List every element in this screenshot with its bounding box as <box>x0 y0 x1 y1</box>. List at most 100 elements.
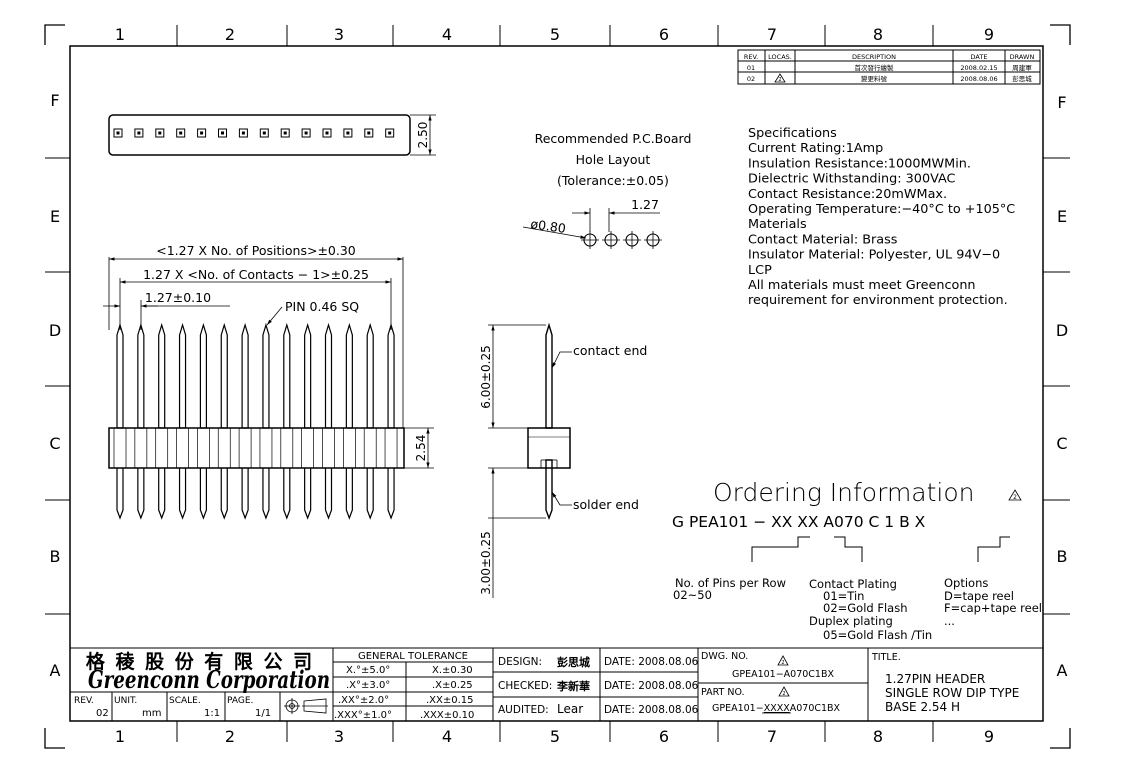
tol-linear-1: .X±0.25 <box>432 680 473 691</box>
spec-line-3: Insulation Resistance:1000MWMin. <box>748 156 971 171</box>
audited-name: Lear <box>557 702 583 716</box>
pin-square-dot-5 <box>200 131 204 135</box>
pin-lower-9 <box>283 468 291 520</box>
zone-col-7: 7 <box>767 25 777 44</box>
tolerance-title: GENERAL TOLERANCE <box>358 651 468 662</box>
rev-header-drawn: DRAWN <box>1010 53 1035 61</box>
spec-line-6: Operating Temperature:−40°C to +105°C <box>748 202 1015 217</box>
pcb-hole-layout: Recommended P.C.Board Hole Layout (Toler… <box>522 131 691 249</box>
pcb-tolerance: (Tolerance:±0.05) <box>557 173 669 188</box>
ordering-code: G PEA101 − XX XX A070 C 1 B X <box>672 513 926 531</box>
plating-title: Contact Plating <box>809 577 897 591</box>
zone-col-5: 5 <box>550 25 560 44</box>
rev-row2-desc: 變更料號 <box>861 74 888 83</box>
rev-value: 02 <box>96 708 109 719</box>
pin-square-dot-10 <box>304 131 308 135</box>
zone-ticks <box>45 25 1070 742</box>
zone-row-f: F <box>50 91 59 110</box>
zone-col-1-bottom: 1 <box>115 727 125 746</box>
pin-lower-14 <box>387 468 395 520</box>
options-3: ... <box>944 614 955 628</box>
drawing-frame <box>69 45 1044 722</box>
front-view-pins <box>116 322 395 520</box>
top-view: 2.50 <box>108 114 436 156</box>
spec-line-10: LCP <box>748 263 772 278</box>
revision-table: REV. LOCAS. DESCRIPTION DATE DRAWN 01 首次… <box>737 49 1041 85</box>
zone-row-b-right: B <box>1057 547 1068 566</box>
pin-square-10 <box>301 128 311 138</box>
pin-upper-11 <box>324 322 333 429</box>
spec-line-9: Insulator Material: Polyester, UL 94V−0 <box>748 248 1000 263</box>
tol-angle-3: .XXX°±1.0° <box>334 710 392 721</box>
zone-col-6: 6 <box>659 25 669 44</box>
svg-text:2: 2 <box>782 691 785 697</box>
pin-square-14 <box>385 128 395 138</box>
zone-col-7-bottom: 7 <box>767 727 777 746</box>
zone-row-a-right: A <box>1057 661 1068 680</box>
zone-col-6-bottom: 6 <box>659 727 669 746</box>
duplex-title: Duplex plating <box>809 614 893 628</box>
pins-range: 02~50 <box>673 588 712 602</box>
rev-header-rev: REV. <box>744 53 758 61</box>
dwg-revision-triangle: 2 <box>777 655 789 666</box>
pin-square-dot-1 <box>116 131 120 135</box>
rev-row1-drawn: 周建軍 <box>1012 63 1032 72</box>
contact-end-label: contact end <box>573 343 647 358</box>
design-name: 彭思城 <box>557 655 590 669</box>
design-label: DESIGN: <box>498 656 542 668</box>
title-line-3: BASE 2.54 H <box>885 700 960 714</box>
zone-col-2: 2 <box>225 25 235 44</box>
tol-linear-3: .XXX±0.10 <box>420 710 474 721</box>
rev-row2-revision-triangle: 2 <box>774 73 786 83</box>
ordering-revision-triangle: 2 <box>1008 489 1022 501</box>
zone-row-f-right: F <box>1057 93 1066 112</box>
rev-header-date: DATE <box>971 53 988 61</box>
pin-square-dot-8 <box>262 131 266 135</box>
zone-row-c-right: C <box>1056 434 1067 453</box>
zone-row-b: B <box>50 547 61 566</box>
plating-option-2: 02=Gold Flash <box>823 601 908 615</box>
pin-upper-7 <box>241 322 249 429</box>
zone-row-a: A <box>50 661 61 680</box>
part-revision-triangle: 2 <box>778 686 790 697</box>
pin-upper-14 <box>387 322 395 429</box>
zone-labels-right: F E D C B A <box>1056 93 1068 680</box>
zone-col-5-bottom: 5 <box>550 727 560 746</box>
pin-size-note: PIN 0.46 SQ <box>285 299 359 314</box>
contacts-length-dim: 1.27 X <No. of Contacts − 1>±0.25 <box>143 267 369 282</box>
page-value: 1/1 <box>255 708 271 719</box>
pin-lower-3 <box>158 468 166 520</box>
pcb-holes <box>581 231 662 249</box>
zone-row-e-right: E <box>1057 207 1067 226</box>
unit-value: mm <box>142 708 161 719</box>
pin-square-9 <box>280 128 290 138</box>
tol-angle-1: .X°±3.0° <box>346 680 390 691</box>
pin-upper-8 <box>262 322 270 429</box>
pin-square-dot-9 <box>283 131 287 135</box>
rev-header-desc: DESCRIPTION <box>852 53 896 61</box>
front-view-body-ribs <box>113 428 398 468</box>
title-line-1: 1.27PIN HEADER <box>885 672 985 686</box>
pin-lower-7 <box>241 468 249 520</box>
plating-option-1: 01=Tin <box>823 589 864 603</box>
pin-square-dot-12 <box>346 131 350 135</box>
pin-square-dot-13 <box>367 131 371 135</box>
title-label: TITLE. <box>871 652 901 663</box>
rev-row2-rev: 02 <box>747 75 755 83</box>
ordering-information: Ordering Information 2 G PEA101 − XX XX … <box>672 478 1042 642</box>
pin-upper-3 <box>158 322 166 429</box>
front-view: <1.27 X No. of Positions>±0.30 1.27 X <N… <box>103 243 434 520</box>
pin-lower-12 <box>345 468 353 520</box>
pin-lower-2 <box>137 468 145 520</box>
hole-pitch-dim: 1.27 <box>631 197 659 212</box>
body-height-dim: 2.54 <box>414 435 428 462</box>
pin-lower-4 <box>178 468 187 520</box>
pin-square-1 <box>113 128 123 138</box>
pin-square-dot-11 <box>325 131 329 135</box>
spec-line-11: All materials must meet Greenconn <box>748 278 976 293</box>
pin-square-13 <box>364 128 374 138</box>
options-1: D=tape reel <box>944 589 1014 603</box>
svg-text:2: 2 <box>778 77 781 83</box>
pin-square-dot-3 <box>158 131 162 135</box>
zone-col-9-bottom: 9 <box>984 727 994 746</box>
